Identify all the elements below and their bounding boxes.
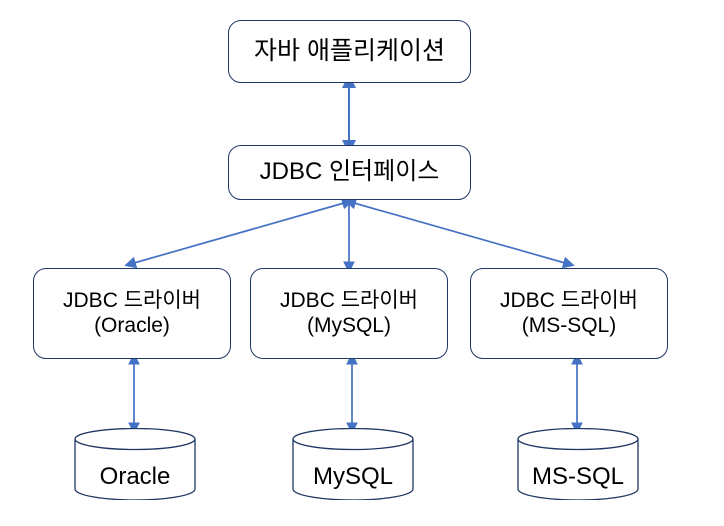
node-jdbc-driver-mssql-label: JDBC 드라이버 (MS-SQL) <box>500 288 638 337</box>
cylinder-icon <box>292 428 414 500</box>
node-jdbc-interface-label: JDBC 인터페이스 <box>259 158 440 186</box>
node-java-application[interactable]: 자바 애플리케이션 <box>228 20 471 83</box>
database-cylinder-mssql-label: MS-SQL <box>531 463 624 490</box>
cylinder-icon <box>74 428 196 500</box>
database-cylinder-oracle-label: Oracle <box>99 463 171 490</box>
database-cylinder-mysql-label: MySQL <box>312 463 393 490</box>
connector-jdbcinterface-driver-oracle <box>124 197 354 269</box>
node-jdbc-driver-mysql-label: JDBC 드라이버 (MySQL) <box>280 288 418 337</box>
node-jdbc-driver-mssql[interactable]: JDBC 드라이버 (MS-SQL) <box>470 268 668 359</box>
node-jdbc-driver-oracle[interactable]: JDBC 드라이버 (Oracle) <box>33 268 231 359</box>
node-jdbc-interface[interactable]: JDBC 인터페이스 <box>228 145 471 200</box>
connector-jdbcinterface-driver-mssql <box>344 197 575 269</box>
database-cylinder-mysql[interactable]: MySQL <box>292 428 414 500</box>
cylinder-icon <box>517 428 639 500</box>
database-cylinder-oracle[interactable]: Oracle <box>74 428 196 500</box>
node-jdbc-driver-mysql[interactable]: JDBC 드라이버 (MySQL) <box>250 268 448 359</box>
node-java-application-label: 자바 애플리케이션 <box>254 36 445 65</box>
node-jdbc-driver-oracle-label: JDBC 드라이버 (Oracle) <box>63 288 201 337</box>
database-cylinder-mssql[interactable]: MS-SQL <box>517 428 639 500</box>
